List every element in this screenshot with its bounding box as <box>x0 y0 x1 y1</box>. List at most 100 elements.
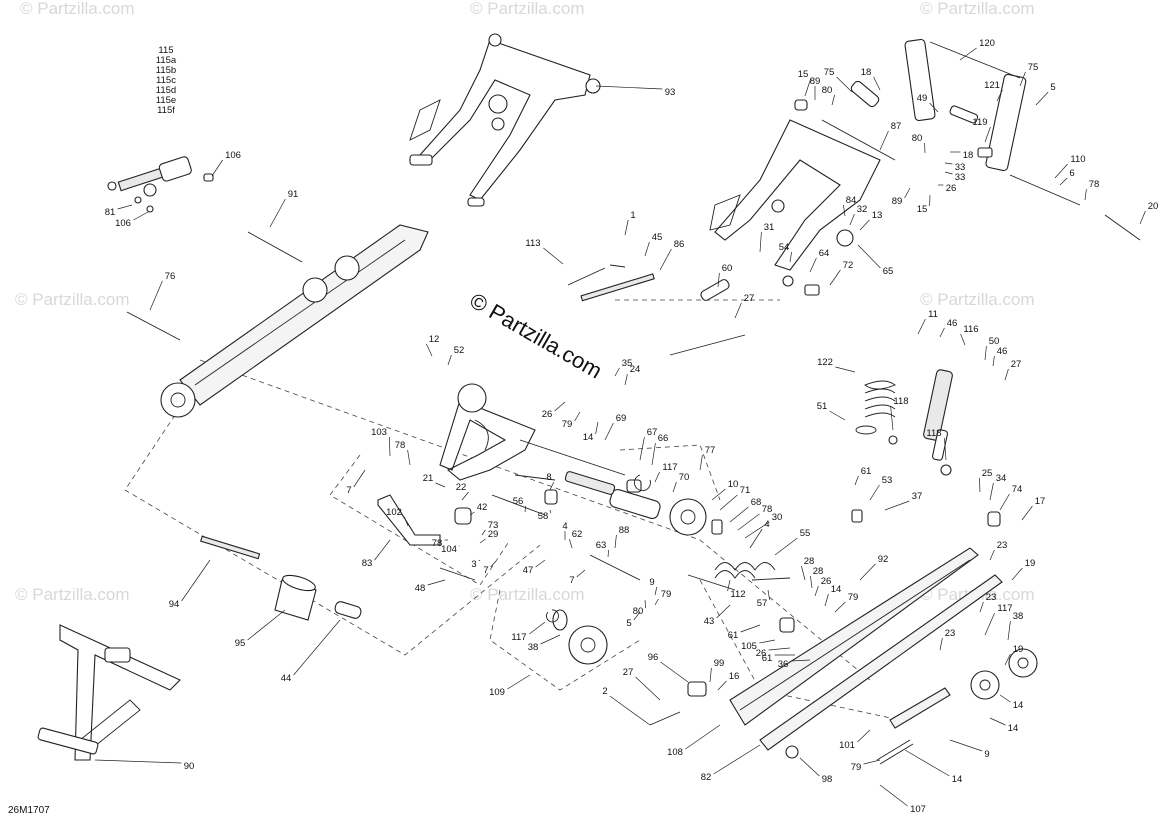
callout-21: 21 <box>423 473 434 484</box>
leader-line-83 <box>374 539 391 561</box>
leader-line-37 <box>884 500 910 511</box>
leader-line-72 <box>829 269 841 286</box>
leader-line-66 <box>651 442 656 466</box>
watermark-faint-5: © Partzilla.com <box>920 290 1035 309</box>
callout-109: 109 <box>489 687 505 698</box>
leader-line-103 <box>389 436 391 457</box>
leader-line-70 <box>672 481 677 493</box>
leader-line-33 <box>944 171 953 175</box>
leader-line-51 <box>829 410 846 421</box>
leader-line-14 <box>824 593 829 607</box>
leader-line-25 <box>979 477 981 493</box>
leader-line-73 <box>481 529 486 536</box>
callout-32: 32 <box>857 204 868 215</box>
leader-line-19 <box>1011 567 1023 581</box>
leader-line-86 <box>659 248 672 271</box>
guide-line-long <box>199 359 871 681</box>
leader-line-9 <box>949 739 983 752</box>
leader-line-27 <box>1004 368 1009 381</box>
watermark-faint-7: © Partzilla.com <box>470 585 585 604</box>
leader-line-7 <box>490 561 496 568</box>
callout-29: 29 <box>488 529 499 540</box>
leader-line-53 <box>869 484 880 501</box>
callout-38: 38 <box>528 642 539 653</box>
leader-line-45 <box>644 241 650 257</box>
leader-line-117 <box>984 612 995 636</box>
leader-line-55 <box>774 537 798 556</box>
callout-89: 89 <box>810 76 821 87</box>
leader-line-48 <box>427 579 446 586</box>
leader-line-80 <box>831 94 835 106</box>
callout-61: 61 <box>728 630 739 641</box>
callout-61: 61 <box>861 466 872 477</box>
leader-line-105 <box>759 639 776 644</box>
callout-60: 60 <box>722 263 733 274</box>
mid-left-parts <box>377 474 736 591</box>
leader-line-75 <box>1019 71 1026 87</box>
leader-line-44 <box>293 619 341 676</box>
callout-57: 57 <box>757 598 768 609</box>
torsion-spring-112 <box>714 562 791 581</box>
callout-103: 103 <box>371 427 387 438</box>
callout-3: 3 <box>471 559 476 570</box>
callout-54: 54 <box>779 242 790 253</box>
leader-line-79 <box>654 598 659 606</box>
leader-line-61 <box>854 475 859 486</box>
leader-line-116 <box>960 333 966 346</box>
leader-line-36 <box>790 659 811 662</box>
leader-line-101 <box>857 729 871 743</box>
callout-105: 105 <box>741 641 757 652</box>
leader-line-30 <box>744 521 770 539</box>
callout-4: 4 <box>764 519 769 530</box>
callout-44: 44 <box>281 673 292 684</box>
leader-line-32 <box>849 213 855 226</box>
leader-line-23 <box>979 601 984 613</box>
leader-line-87 <box>879 130 889 151</box>
callout-9: 9 <box>649 577 654 588</box>
leader-line-20 <box>1139 210 1146 225</box>
callout-37: 37 <box>912 491 923 502</box>
leader-line-99 <box>709 667 712 683</box>
callout-90: 90 <box>184 761 195 772</box>
leader-line-68 <box>729 506 749 523</box>
leader-line-22 <box>461 491 469 501</box>
callout-46: 46 <box>947 318 958 329</box>
callout-115a: 115a <box>156 55 177 66</box>
leader-line-26 <box>814 585 819 597</box>
callout-15: 15 <box>798 69 809 80</box>
leader-line-65 <box>857 244 881 269</box>
callout-45: 45 <box>652 232 663 243</box>
callout-79: 79 <box>661 589 672 600</box>
callout-96: 96 <box>648 652 659 663</box>
leader-line-5 <box>633 611 641 621</box>
callout-4: 4 <box>562 521 567 532</box>
leader-line-64 <box>809 257 817 273</box>
callout-112: 112 <box>730 589 745 600</box>
leader-line-117 <box>654 471 660 483</box>
callout-13: 13 <box>872 210 883 221</box>
callout-8: 8 <box>546 472 551 483</box>
leader-line-79 <box>863 759 881 765</box>
callout-80: 80 <box>912 133 923 144</box>
leader-line-54 <box>789 251 792 263</box>
leader-line-17 <box>1021 505 1033 521</box>
leader-line-50 <box>984 345 987 361</box>
leader-line-42 <box>469 511 475 516</box>
callout-20: 20 <box>1148 201 1159 212</box>
callout-11: 11 <box>928 309 938 320</box>
leader-line-61 <box>740 624 761 633</box>
callout-51: 51 <box>817 401 828 412</box>
rod-76 <box>126 311 181 341</box>
callout-7: 7 <box>483 565 488 576</box>
leader-line-27 <box>635 676 661 701</box>
leader-line-43 <box>716 604 731 619</box>
leader-line-56 <box>524 505 526 513</box>
leader-line-108 <box>685 724 721 750</box>
watermark-faint-4: © Partzilla.com <box>15 290 130 309</box>
callout-68: 68 <box>751 497 762 508</box>
callout-52: 52 <box>454 345 465 356</box>
leader-line-49 <box>929 102 939 113</box>
leader-line-93 <box>595 85 663 90</box>
callout-115e: 115e <box>156 95 176 106</box>
assembly-guide-lines <box>124 299 901 721</box>
